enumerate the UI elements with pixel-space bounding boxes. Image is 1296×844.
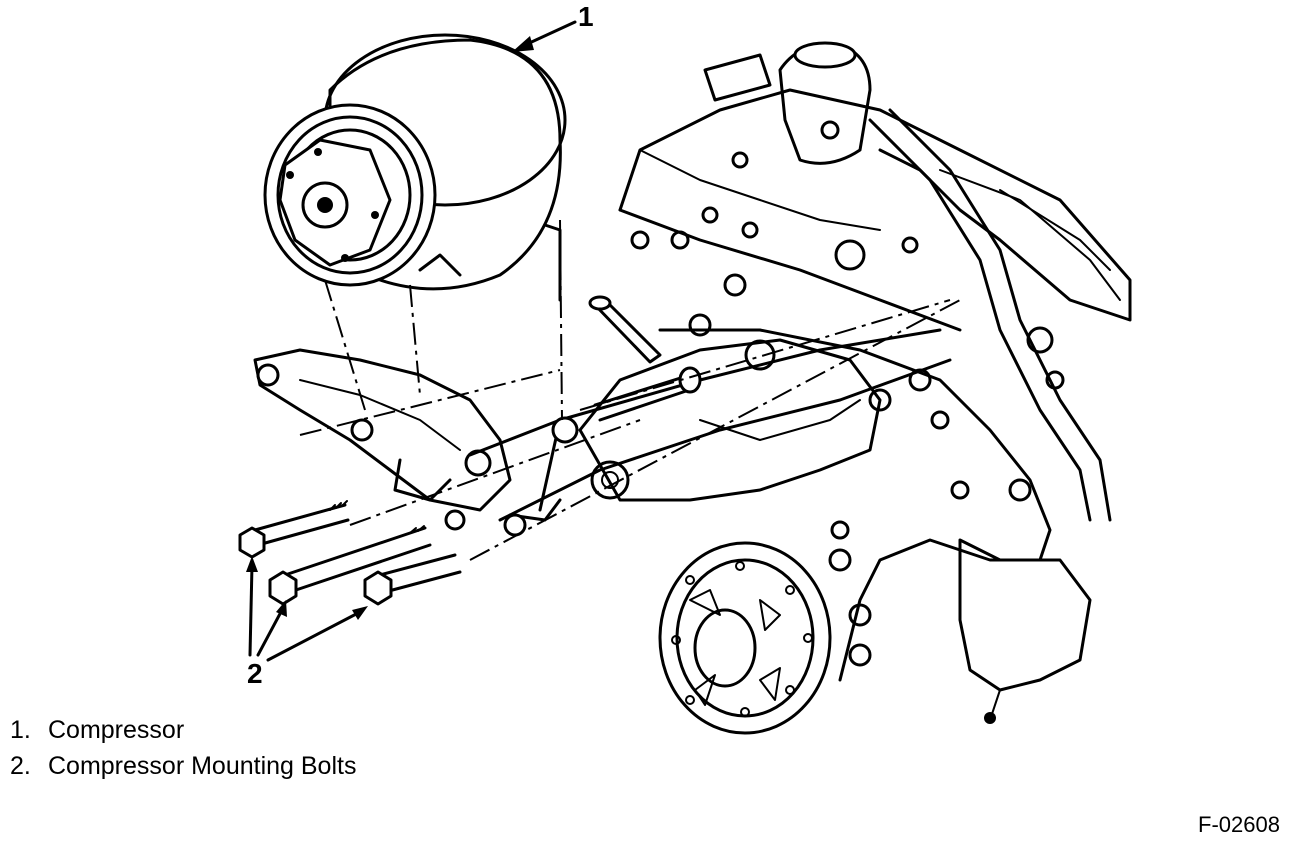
figure-code: F-02608: [1198, 812, 1280, 837]
legend-item-mounting-bolts: 2. Compressor Mounting Bolts: [10, 748, 356, 784]
callout-2-label: 2: [247, 658, 263, 689]
legend-text: Compressor: [48, 716, 185, 744]
compressor-bracket: [253, 295, 952, 537]
alignment-lines: [299, 219, 961, 561]
legend: 1. Compressor 2. Compressor Mounting Bol…: [10, 712, 356, 784]
callout-1-label: 1: [578, 1, 594, 32]
legend-item-compressor: 1. Compressor: [10, 712, 356, 748]
legend-text: Compressor Mounting Bolts: [48, 752, 357, 780]
mounting-bolts: [238, 500, 462, 606]
engine-block: [578, 41, 1132, 724]
legend-number: 1.: [10, 716, 31, 744]
callout-1-leader: [512, 20, 577, 52]
callout-2-leaders: [246, 556, 368, 662]
crankshaft-balancer: [658, 541, 832, 735]
compressor: [263, 33, 567, 302]
legend-number: 2.: [10, 752, 31, 780]
